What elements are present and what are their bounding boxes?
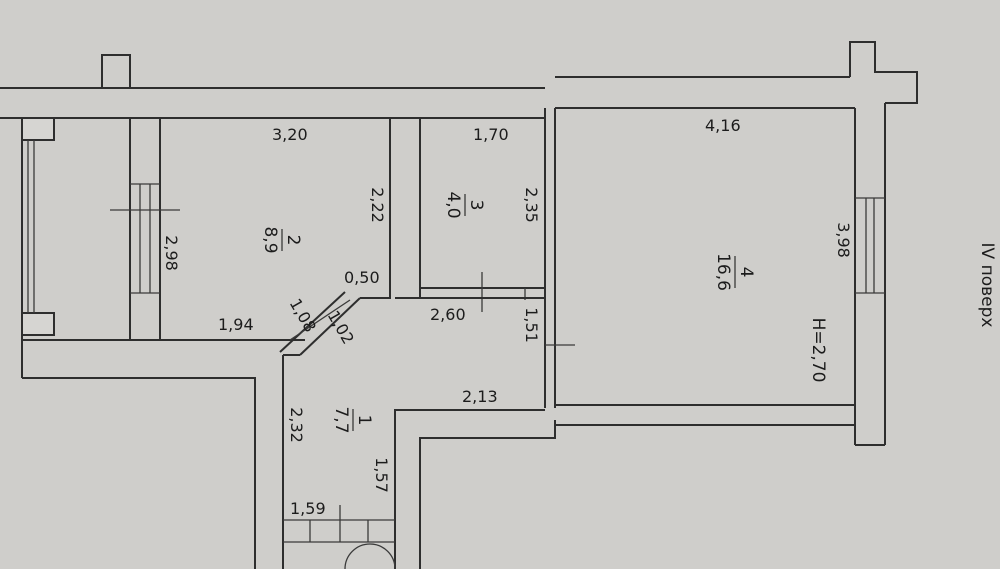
dim-room2-top: 3,20 <box>272 125 308 144</box>
outer-walls <box>0 41 918 569</box>
room-4-area: 16,6 <box>713 253 733 291</box>
dim-diagonal-a: 1,08 <box>286 295 320 335</box>
room-label-1: 1 7,7 <box>331 406 374 433</box>
dim-room4-top: 4,16 <box>705 116 741 135</box>
dim-room1-bottom: 1,59 <box>290 499 326 518</box>
room-3-number: 3 <box>466 200 486 211</box>
dim-room2-left: 2,98 <box>162 235 181 271</box>
floor-label: IV поверх <box>977 243 997 328</box>
ceiling-height: H=2,70 <box>808 318 828 383</box>
dim-room1-right: 1,57 <box>372 457 391 493</box>
dim-room2-right: 2,22 <box>368 187 387 223</box>
dim-room3-top: 1,70 <box>473 125 509 144</box>
dim-room4-right: 3,98 <box>834 222 853 258</box>
dim-room2-bottom: 1,94 <box>218 315 254 334</box>
dim-room2-corner: 0,50 <box>344 268 380 287</box>
room-label-4: 4 16,6 <box>713 253 756 291</box>
dim-hall-bottom: 2,13 <box>462 387 498 406</box>
room-3-area: 4,0 <box>443 191 463 218</box>
room-4-number: 4 <box>736 267 756 278</box>
dim-room1-left: 2,32 <box>287 407 306 443</box>
room-2-number: 2 <box>283 235 303 246</box>
room-1-area: 7,7 <box>331 406 351 433</box>
room-label-3: 3 4,0 <box>443 191 486 218</box>
dim-room3-right: 2,35 <box>522 187 541 223</box>
room-1-number: 1 <box>354 415 374 426</box>
interior-walls <box>160 108 855 569</box>
dim-hall-right: 1,51 <box>522 307 541 343</box>
room-2-area: 8,9 <box>260 226 280 253</box>
dim-room3-bottom: 2,60 <box>430 305 466 324</box>
room-label-2: 2 8,9 <box>260 226 303 253</box>
